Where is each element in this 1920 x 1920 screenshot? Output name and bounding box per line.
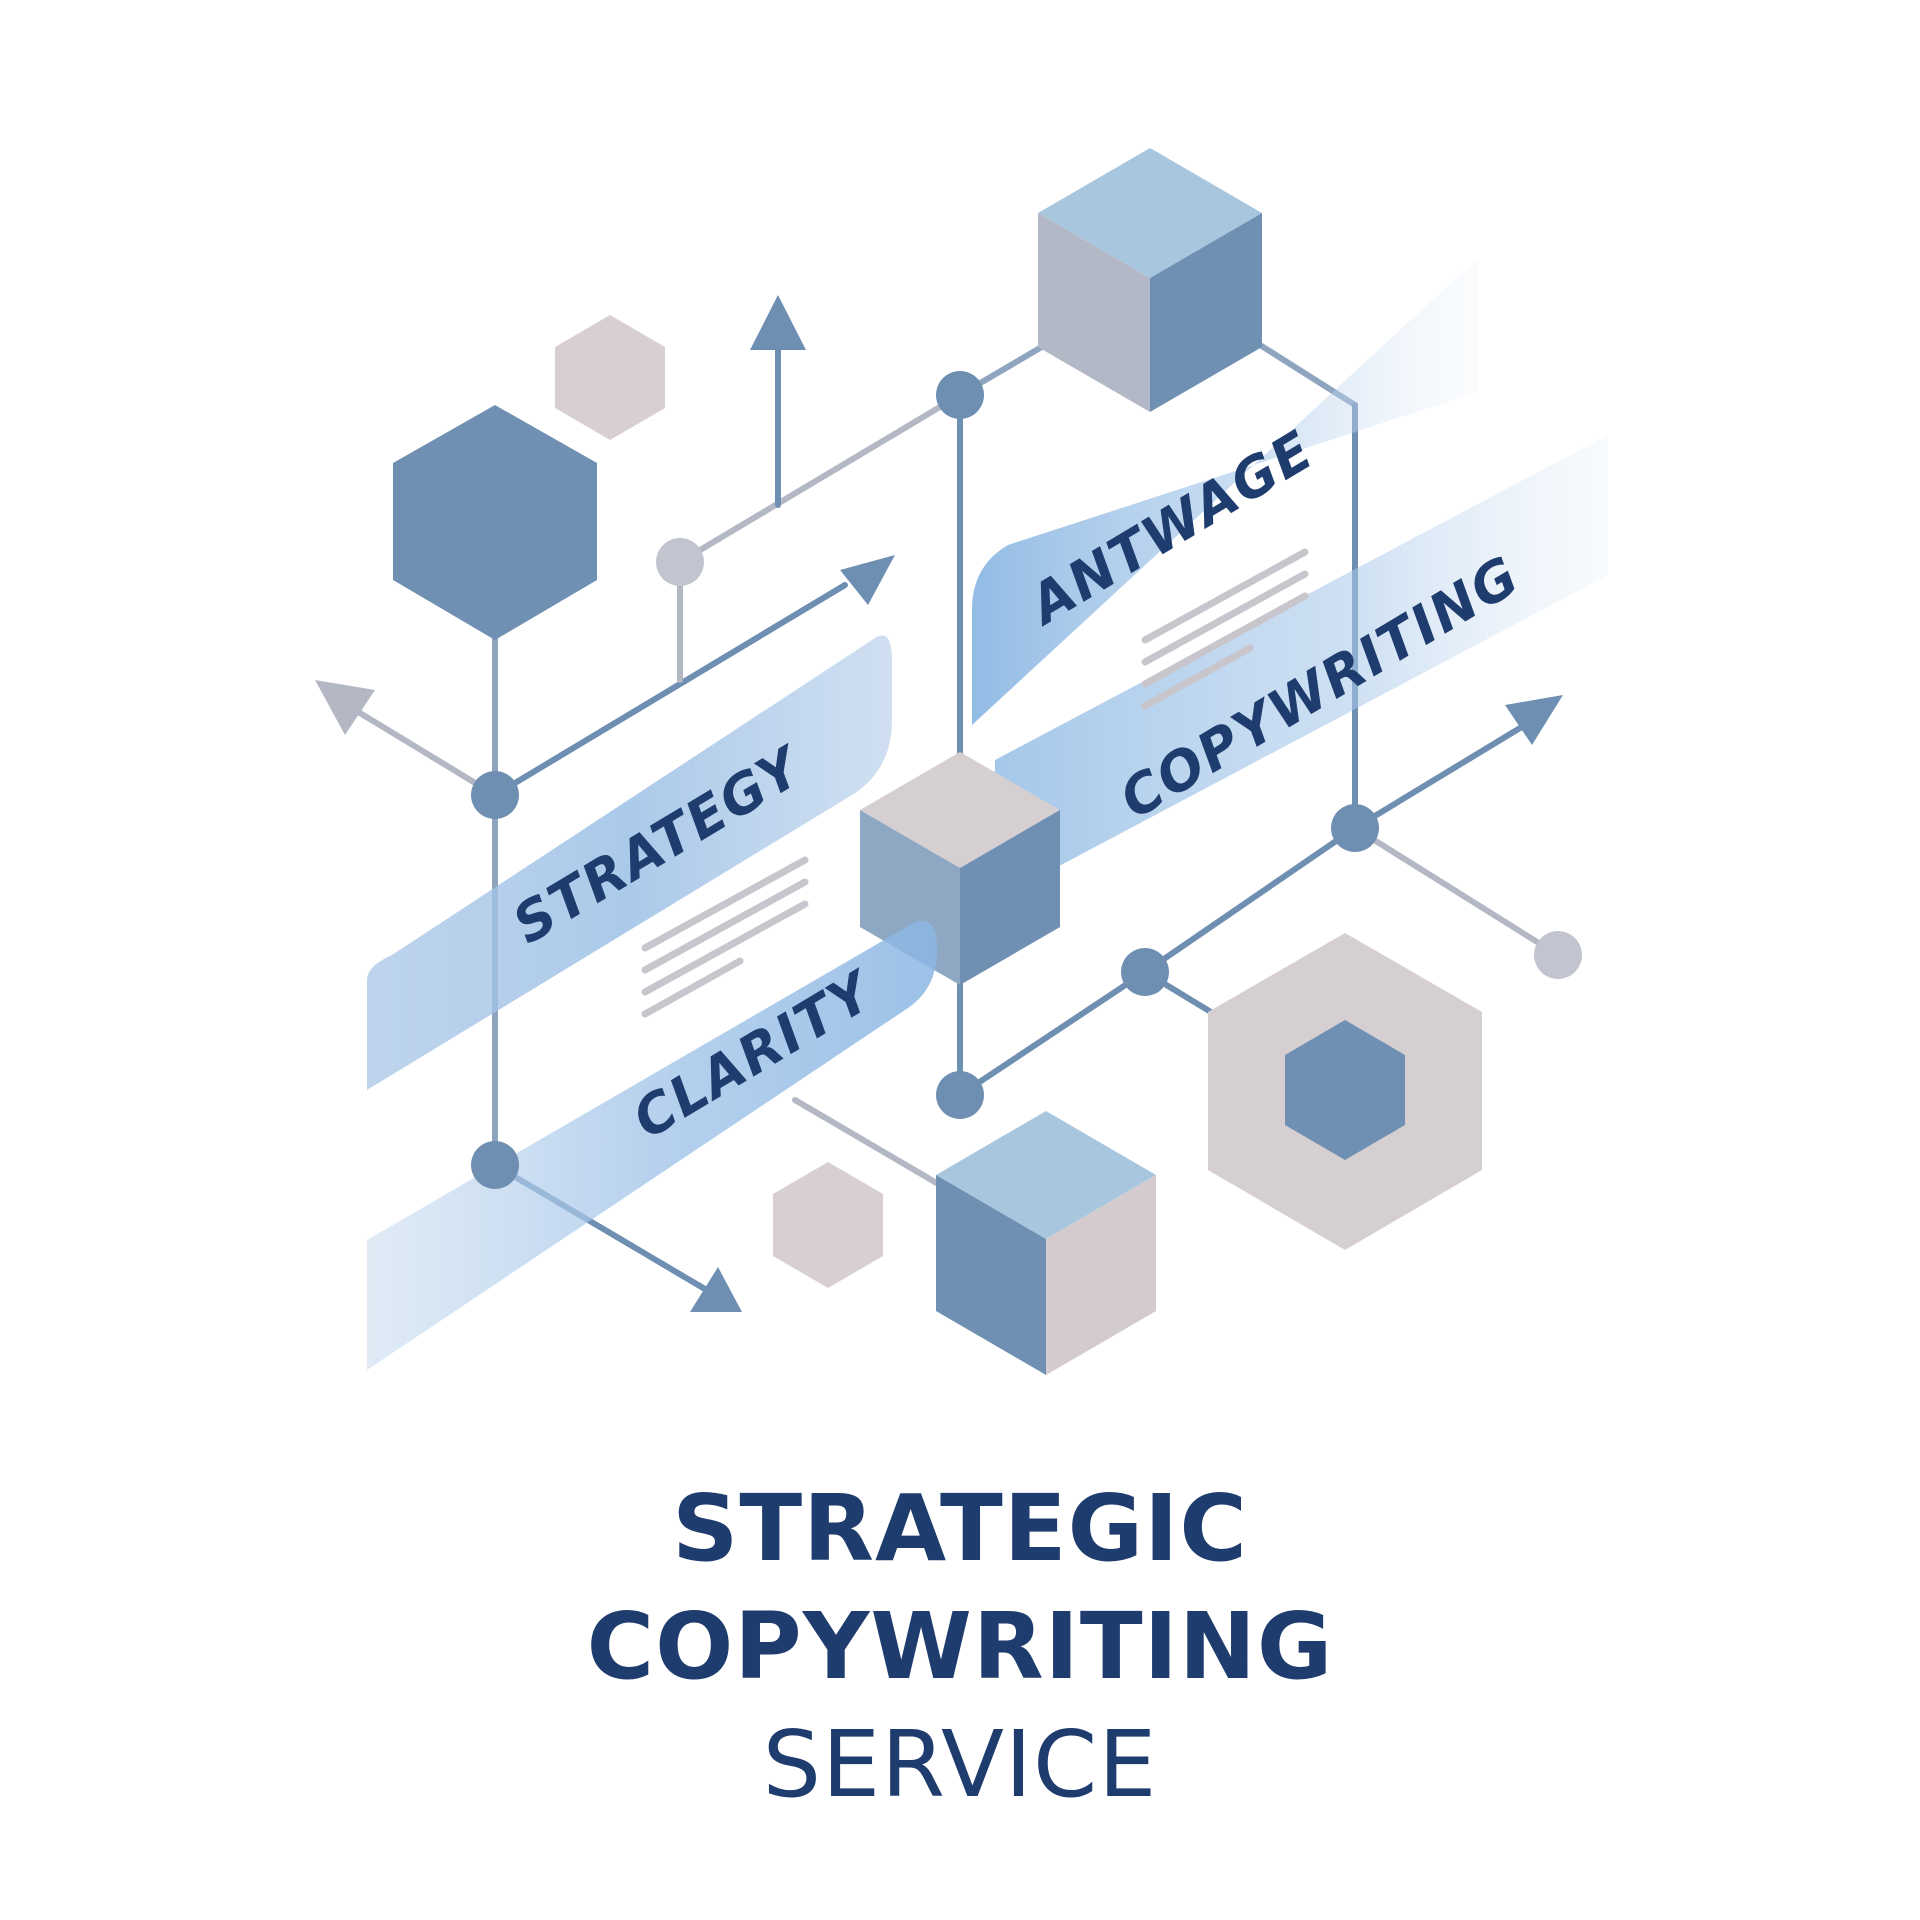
cube-icon — [1038, 148, 1262, 412]
title-line-3: SERVICE — [762, 1711, 1158, 1818]
hexagon-icon — [393, 405, 597, 640]
cube-icon — [936, 1111, 1156, 1375]
arrow-icon — [315, 680, 375, 735]
node-icon — [1121, 948, 1169, 996]
connector-lines — [352, 327, 1561, 1295]
arrow-icon — [690, 1267, 742, 1312]
ribbon-antwage — [972, 258, 1478, 725]
arrow-icon — [750, 295, 806, 350]
ribbons-front — [367, 635, 937, 1370]
ribbon-label-clarity: CLARITY — [622, 958, 886, 1151]
node-icon — [656, 538, 704, 586]
connector-line — [492, 582, 848, 798]
connector-line — [1142, 825, 1358, 975]
connector-line — [1352, 722, 1528, 831]
node-icon — [936, 371, 984, 419]
hexagon-icon — [773, 1162, 883, 1288]
node-icon — [1331, 804, 1379, 852]
hexagon-icon — [1285, 1020, 1405, 1160]
connector-line — [352, 707, 498, 798]
ribbons-back — [972, 258, 1608, 900]
title-line-1: STRATEGIC — [672, 1475, 1248, 1582]
ribbon-clarity — [367, 920, 937, 1370]
connector-line — [957, 969, 1148, 1098]
nodes — [471, 371, 1582, 1189]
connector-line — [792, 1097, 943, 1188]
arrow-heads — [315, 295, 1563, 1312]
node-icon — [471, 1141, 519, 1189]
title-block: STRATEGIC COPYWRITING SERVICE — [0, 1470, 1920, 1824]
ribbon-strategy — [367, 635, 892, 1090]
hexagons — [393, 315, 1482, 1288]
node-icon — [1534, 931, 1582, 979]
connector-line — [1352, 825, 1561, 958]
hexagon-icon — [555, 315, 665, 440]
ribbon-copywriting — [995, 435, 1608, 900]
arrow-icon — [840, 555, 895, 605]
node-icon — [936, 1071, 984, 1119]
text-line-marks — [641, 548, 1309, 1018]
arrow-icon — [1505, 695, 1563, 745]
node-icon — [471, 771, 519, 819]
title-line-2: COPYWRITING — [586, 1593, 1334, 1700]
connector-line — [677, 392, 963, 565]
